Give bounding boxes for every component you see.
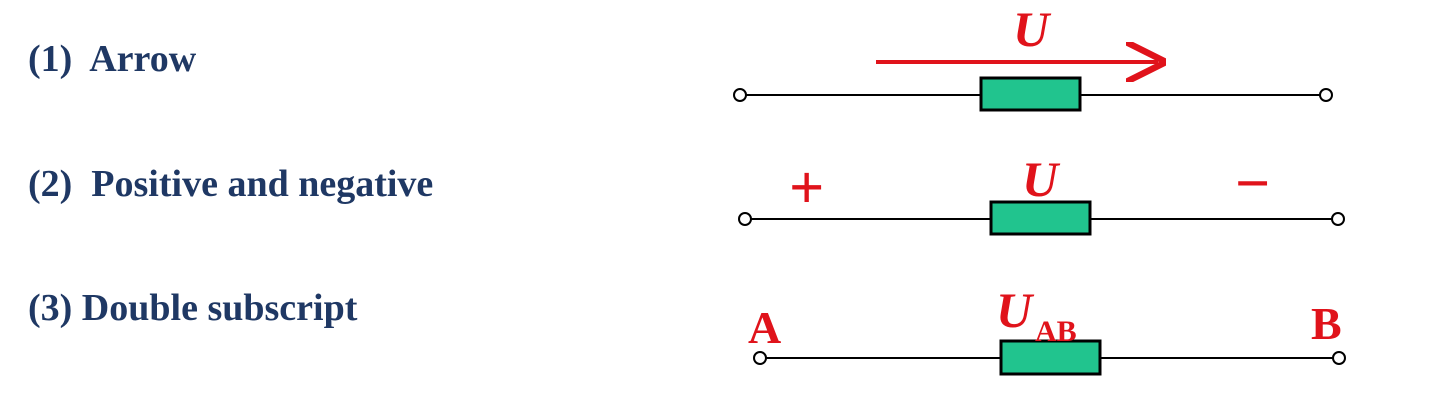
resistor xyxy=(999,339,1102,376)
voltage-subscript: AB xyxy=(1035,315,1077,348)
terminal-left xyxy=(738,212,752,226)
negative-sign: − xyxy=(1235,150,1270,218)
terminal-right xyxy=(1319,88,1333,102)
terminal-b xyxy=(1332,351,1346,365)
polarity-diagram: U + − xyxy=(738,150,1345,236)
voltage-symbol: U xyxy=(1022,151,1061,207)
voltage-symbol: U xyxy=(996,282,1035,338)
terminal-a xyxy=(753,351,767,365)
resistor xyxy=(979,76,1082,112)
terminal-right xyxy=(1331,212,1345,226)
method-double-subscript-label: (3) Double subscript xyxy=(28,287,358,329)
terminal-left xyxy=(733,88,747,102)
method-arrow-label: (1) Arrow xyxy=(28,38,197,80)
terminal-b-label: B xyxy=(1311,298,1342,349)
positive-sign: + xyxy=(789,154,824,222)
resistor xyxy=(989,200,1092,236)
terminal-a-label: A xyxy=(748,302,781,353)
double-subscript-diagram: U AB A B xyxy=(748,282,1346,376)
arrow-diagram: U xyxy=(733,1,1333,112)
voltage-symbol: U xyxy=(1013,1,1052,57)
method-polarity-label: (2) Positive and negative xyxy=(28,163,434,205)
